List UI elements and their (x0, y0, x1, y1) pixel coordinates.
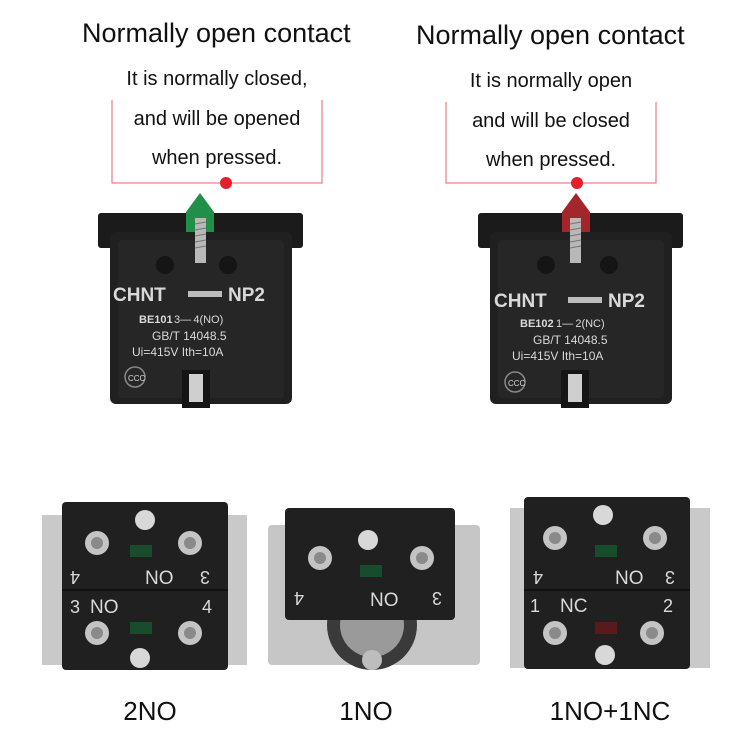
right-cert-mark: CCC (508, 379, 526, 388)
b2-right-label: 3 (432, 588, 442, 608)
b3-lower-right-label: 2 (663, 596, 673, 616)
left-brand: CHNT (113, 285, 166, 306)
left-desc-line-1: It is normally closed, (126, 68, 308, 90)
right-part: BE102 (520, 318, 554, 330)
left-standard: GB/T 14048.5 (152, 329, 227, 343)
caption-2no: 2NO (123, 696, 177, 726)
right-callout-bracket (445, 102, 657, 184)
right-part-suffix: 1— 2(NC) (556, 318, 605, 330)
left-desc-line-3: when pressed. (151, 147, 283, 169)
left-desc-line-2: and will be opened (133, 108, 301, 130)
b1-upper-mid-label: NO (145, 568, 174, 589)
right-model: NP2 (608, 291, 645, 312)
bottom-block-1no-1nc (510, 497, 710, 669)
b3-upper-mid-label: NO (615, 568, 644, 589)
b3-lower-mid-label: NC (560, 596, 587, 617)
right-rating: Ui=415V Ith=10A (512, 349, 603, 363)
left-part-suffix: 3— 4(NO) (174, 314, 223, 326)
left-model: NP2 (228, 285, 265, 306)
left-part: BE101 (139, 314, 173, 326)
right-desc-line-3: when pressed. (485, 149, 617, 171)
left-plunger (186, 193, 214, 232)
b2-mid-label: NO (370, 590, 399, 611)
b1-upper-right-label: 3 (200, 567, 210, 587)
left-cert-mark: CCC (128, 374, 146, 383)
right-title: Normally open contact (416, 20, 685, 50)
caption-1no: 1NO (339, 696, 393, 726)
b1-upper-left-label: 4 (70, 567, 80, 587)
b3-lower-left-label: 1 (530, 596, 540, 616)
left-contact-block (98, 193, 303, 408)
right-contact-block (478, 193, 683, 408)
b3-upper-left-label: 4 (533, 567, 543, 587)
right-brand-bar (568, 297, 602, 303)
b3-upper-right-label: 3 (665, 567, 675, 587)
b2-left-label: 4 (294, 588, 304, 608)
left-callout-dot (220, 177, 232, 189)
caption-1no-1nc: 1NO+1NC (549, 696, 671, 726)
left-title: Normally open contact (82, 18, 351, 48)
bottom-block-2no (42, 502, 247, 670)
right-standard: GB/T 14048.5 (533, 333, 608, 347)
b1-lower-left-label: 3 (70, 597, 80, 617)
right-desc-line-2: and will be closed (472, 110, 630, 132)
b1-lower-mid-label: NO (90, 597, 119, 618)
b1-lower-right-label: 4 (202, 597, 212, 617)
bottom-block-1no (268, 508, 480, 670)
left-callout-bracket (111, 100, 323, 184)
right-plunger (562, 193, 590, 232)
right-callout-dot (571, 177, 583, 189)
left-brand-bar (188, 291, 222, 297)
right-desc-line-1: It is normally open (469, 70, 633, 92)
left-rating: Ui=415V Ith=10A (132, 345, 223, 359)
right-brand: CHNT (494, 291, 547, 312)
